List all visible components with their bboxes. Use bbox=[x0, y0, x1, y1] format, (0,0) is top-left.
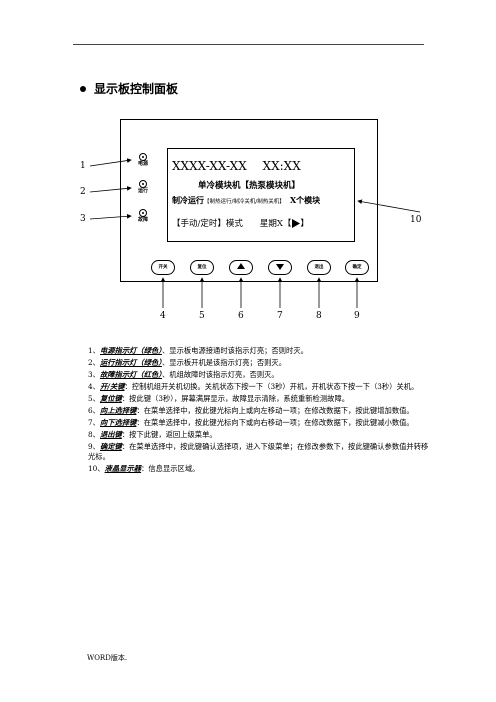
item-text: ：按下此键，返回上级菜单。 bbox=[121, 429, 217, 439]
item-term: 退出键 bbox=[99, 429, 122, 439]
item-number: 2、 bbox=[88, 357, 100, 367]
screen-mode-bracket: 】 bbox=[300, 219, 309, 229]
item-text: 、机组故障时该指示灯亮，否则灭。 bbox=[161, 369, 279, 379]
item-number: 7、 bbox=[88, 417, 100, 427]
reset-button-label: 复位 bbox=[197, 265, 207, 270]
item-number: 4、 bbox=[88, 381, 100, 391]
list-item: 1、电源指示灯（绿色）、显示板电源接通时该指示灯亮；否则时灭。 bbox=[88, 346, 432, 357]
item-text: ：按此键（3秒），屏幕满屏显示，故障显示清除，系统重新检测故障。 bbox=[121, 393, 350, 403]
item-number: 10、 bbox=[88, 464, 105, 474]
bullet-icon bbox=[80, 85, 86, 92]
power-button[interactable]: 开关 bbox=[151, 260, 175, 275]
list-item: 10、液晶显示器：信息显示区域。 bbox=[88, 464, 432, 475]
callout-number: 6 bbox=[238, 311, 244, 321]
item-text: ：在菜单选择中，按此键确认选择项，进入下级菜单；在修改参数下，按此键确认参数值并… bbox=[88, 441, 429, 462]
lcd-screen: XXXX-XX-XX XX:XX 单冷模块机【热泵模块机】 制冷运行【制热运行/… bbox=[167, 148, 355, 242]
screen-run-mode: 制冷运行 bbox=[172, 195, 204, 205]
list-item: 7、向下选择键：在菜单选择中，按此键光标向下或向右移动一项；在修改数据下，按此键… bbox=[88, 418, 432, 429]
screen-module-count: X个模块 bbox=[281, 195, 321, 205]
callout-number: 9 bbox=[354, 311, 360, 321]
item-term: 液晶显示器 bbox=[104, 464, 142, 474]
key-descriptions: 1、电源指示灯（绿色）、显示板电源接通时该指示灯亮；否则时灭。 2、运行指示灯（… bbox=[88, 346, 432, 476]
down-triangle-icon bbox=[276, 263, 284, 270]
list-item: 3、故障指示灯（红色）、机组故障时该指示灯亮，否则灭。 bbox=[88, 370, 432, 381]
list-item: 8、退出键：按下此键，返回上级菜单。 bbox=[88, 430, 432, 441]
list-item: 2、运行指示灯（绿色）、显示板开机是该指示灯亮；否则灭。 bbox=[88, 358, 432, 369]
item-term: 向上选择键 bbox=[99, 405, 137, 415]
screen-datetime: XXXX-XX-XX XX:XX bbox=[172, 159, 301, 173]
list-item: 9、确定键：在菜单选择中，按此键确认选择项，进入下级菜单；在修改参数下，按此键确… bbox=[88, 442, 432, 463]
indicator-label: 电源 bbox=[137, 161, 148, 167]
screen-run-status: 制冷运行【制热运行/制冷关机/制热关机】 X个模块 bbox=[172, 195, 320, 206]
confirm-button[interactable]: 确定 bbox=[345, 260, 369, 275]
item-text: ：在菜单选择中，按此键光标向下或向右移动一项；在修改数据下，按此键减小数值。 bbox=[136, 417, 414, 427]
indicator-label: 故障 bbox=[137, 217, 148, 223]
item-term: 运行指示灯（绿色） bbox=[99, 357, 162, 367]
callout-number: 4 bbox=[160, 311, 166, 321]
callout-number: 8 bbox=[316, 311, 322, 321]
callout-number: 1 bbox=[80, 161, 86, 171]
item-text: ：控制机组开关机切换。关机状态下按一下（3秒）开机，开机状态下按一下（3秒）关机… bbox=[124, 381, 419, 391]
item-term: 故障指示灯（红色） bbox=[99, 369, 162, 379]
reset-button[interactable]: 复位 bbox=[190, 260, 214, 275]
up-button[interactable] bbox=[229, 260, 253, 275]
header-rule bbox=[73, 44, 424, 45]
indicator-run: 运行 bbox=[133, 180, 153, 195]
item-number: 9、 bbox=[88, 441, 100, 451]
callout-number: 10 bbox=[410, 215, 422, 225]
play-triangle-icon bbox=[292, 219, 301, 228]
item-text: ：信息显示区域。 bbox=[141, 464, 200, 474]
page-footer: WORD版本. bbox=[87, 654, 128, 662]
callout-number: 7 bbox=[277, 311, 283, 321]
indicator-fault: 故障 bbox=[133, 209, 153, 224]
screen-run-options: 【制热运行/制冷关机/制热关机】 bbox=[204, 199, 282, 205]
down-button[interactable] bbox=[268, 260, 292, 275]
list-item: 4、开/关键：控制机组开关机切换。关机状态下按一下（3秒）开机，开机状态下按一下… bbox=[88, 382, 432, 393]
list-item: 5、复位键：按此键（3秒），屏幕满屏显示，故障显示清除，系统重新检测故障。 bbox=[88, 394, 432, 405]
screen-mode-line: 【手动/定时】模式 星期X【】 bbox=[172, 217, 309, 229]
confirm-button-label: 确定 bbox=[352, 265, 362, 270]
fault-led-icon bbox=[139, 209, 147, 217]
item-text: 、显示板开机是该指示灯亮；否则灭。 bbox=[161, 357, 287, 367]
exit-button[interactable]: 退出 bbox=[307, 260, 331, 275]
item-number: 6、 bbox=[88, 405, 100, 415]
power-led-icon bbox=[139, 153, 147, 161]
callout-number: 5 bbox=[199, 311, 205, 321]
exit-button-label: 退出 bbox=[314, 265, 324, 270]
item-number: 8、 bbox=[88, 429, 100, 439]
list-item: 6、向上选择键：在菜单选择中，按此键光标向上或向左移动一项；在修改数据下，按此键… bbox=[88, 406, 432, 417]
item-term: 复位键 bbox=[99, 393, 122, 403]
indicator-label: 运行 bbox=[137, 188, 148, 194]
indicator-power: 电源 bbox=[133, 153, 153, 168]
screen-unit-type: 单冷模块机【热泵模块机】 bbox=[198, 181, 301, 191]
item-term: 开/关键 bbox=[99, 381, 125, 391]
power-button-label: 开关 bbox=[158, 265, 168, 270]
item-term: 向下选择键 bbox=[99, 417, 137, 427]
control-panel bbox=[120, 119, 378, 282]
item-text: 、显示板电源接通时该指示灯亮；否则时灭。 bbox=[161, 346, 308, 355]
up-triangle-icon bbox=[237, 262, 245, 269]
item-text: ：在菜单选择中，按此键光标向上或向左移动一项；在修改数据下，按此键增加数值。 bbox=[136, 405, 414, 415]
screen-mode-text: 【手动/定时】模式 星期X【 bbox=[172, 219, 292, 229]
section-title: 显示板控制面板 bbox=[80, 80, 178, 97]
item-number: 5、 bbox=[88, 393, 100, 403]
item-number: 3、 bbox=[88, 369, 100, 379]
callout-number: 2 bbox=[80, 187, 86, 197]
run-led-icon bbox=[139, 180, 147, 188]
callout-number: 3 bbox=[80, 214, 86, 224]
item-term: 电源指示灯（绿色） bbox=[99, 346, 162, 355]
item-term: 确定键 bbox=[99, 441, 122, 451]
section-title-text: 显示板控制面板 bbox=[94, 82, 179, 96]
item-number: 1、 bbox=[88, 346, 100, 355]
